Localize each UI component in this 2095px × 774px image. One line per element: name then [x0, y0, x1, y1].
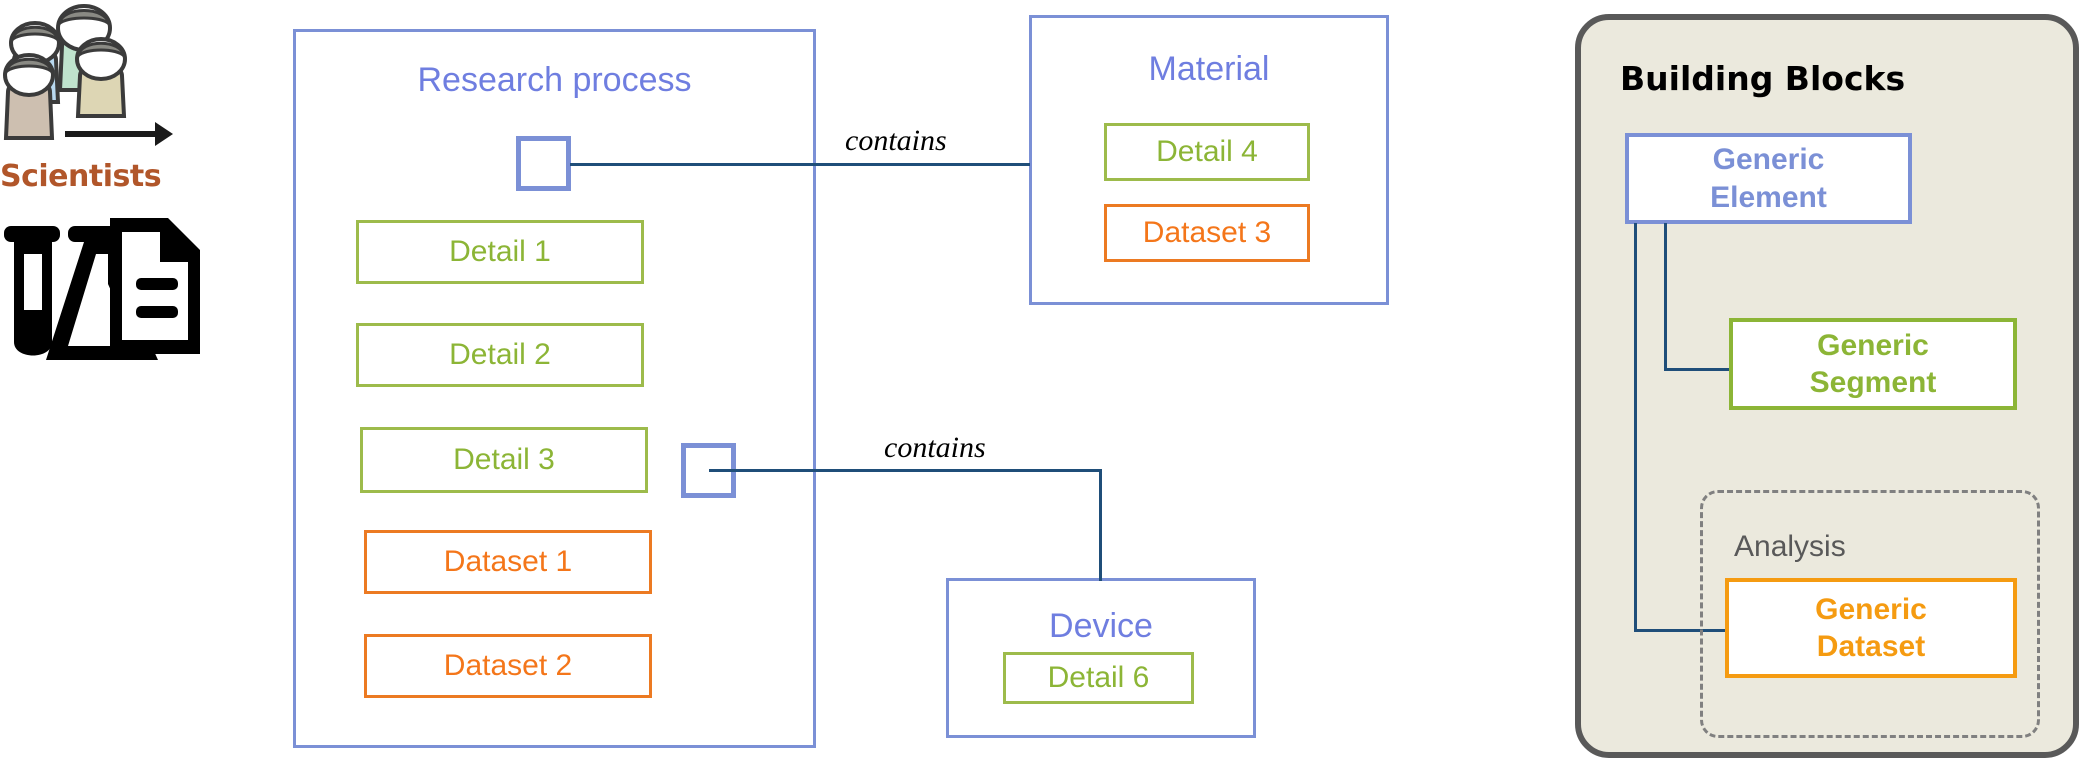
legend-connector-to-segment-horizontal	[1664, 368, 1732, 371]
block-detail-4[interactable]: Detail 4	[1104, 123, 1310, 181]
block-detail-3[interactable]: Detail 3	[360, 427, 648, 493]
entity-research-process-title: Research process	[417, 61, 692, 99]
block-dataset-3[interactable]: Dataset 3	[1104, 204, 1310, 262]
legend-analysis-label: Analysis	[1734, 530, 1846, 563]
scientists-group: Scientists	[0, 4, 200, 384]
legend-generic-segment[interactable]: Generic Segment	[1729, 318, 2017, 410]
block-detail-2[interactable]: Detail 2	[356, 323, 644, 387]
block-dataset-2[interactable]: Dataset 2	[364, 634, 652, 698]
test-tube-flask-document-icon	[4, 218, 200, 360]
connector-research-to-material-label: contains	[845, 124, 947, 157]
building-blocks-title: Building Blocks	[1620, 59, 1906, 98]
block-detail-6[interactable]: Detail 6	[1003, 652, 1194, 704]
connector-detail3-to-device-vertical	[1099, 469, 1102, 581]
legend-connector-to-dataset-vertical	[1634, 223, 1637, 632]
block-dataset-1[interactable]: Dataset 1	[364, 530, 652, 594]
legend-analysis-group	[1700, 490, 2040, 738]
connector-detail3-to-device-label: contains	[884, 431, 986, 464]
block-detail-1[interactable]: Detail 1	[356, 220, 644, 284]
legend-connector-to-segment-vertical	[1664, 223, 1667, 371]
legend-connector-to-dataset-horizontal	[1634, 629, 1732, 632]
legend-generic-element[interactable]: Generic Element	[1625, 133, 1912, 224]
scientists-label: Scientists	[0, 159, 162, 194]
entity-device-title: Device	[1049, 607, 1153, 645]
research-process-connector-handle[interactable]	[516, 136, 571, 191]
people-group-icon	[3, 4, 127, 140]
right-arrow-icon	[65, 122, 173, 146]
legend-generic-dataset[interactable]: Generic Dataset	[1725, 578, 2017, 678]
connector-research-to-material-line	[570, 163, 1030, 166]
entity-material-title: Material	[1148, 50, 1270, 88]
connector-detail3-to-device-horizontal	[709, 469, 1102, 472]
